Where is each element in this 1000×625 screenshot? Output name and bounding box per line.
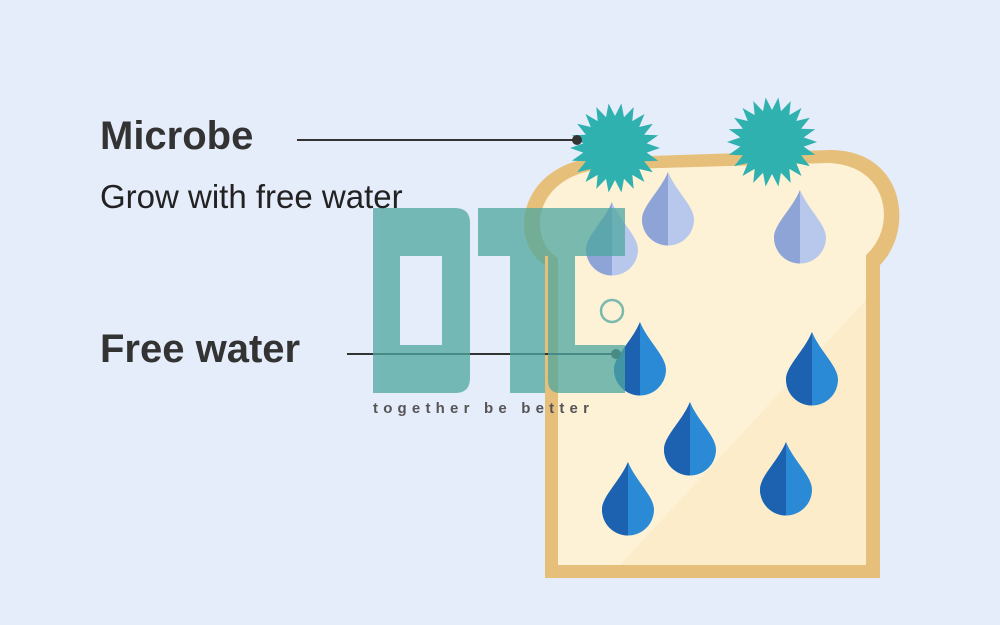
water-drop-icon (774, 190, 826, 264)
watermark-tagline: together be better (373, 400, 595, 417)
water-drop-icon (786, 332, 838, 406)
microbe-description: Grow with free water (100, 178, 403, 215)
microbe-label: Microbe (100, 114, 254, 158)
microbe-icon (727, 97, 817, 187)
water-drop-icon (664, 402, 716, 476)
water-drop-icon (602, 462, 654, 536)
dtc-logo-watermark (373, 208, 625, 393)
free-water-label: Free water (100, 327, 301, 371)
water-drop-icon (642, 172, 694, 246)
water-drop-icon (760, 442, 812, 516)
microbes (570, 97, 817, 193)
microbe-icon (570, 103, 660, 193)
